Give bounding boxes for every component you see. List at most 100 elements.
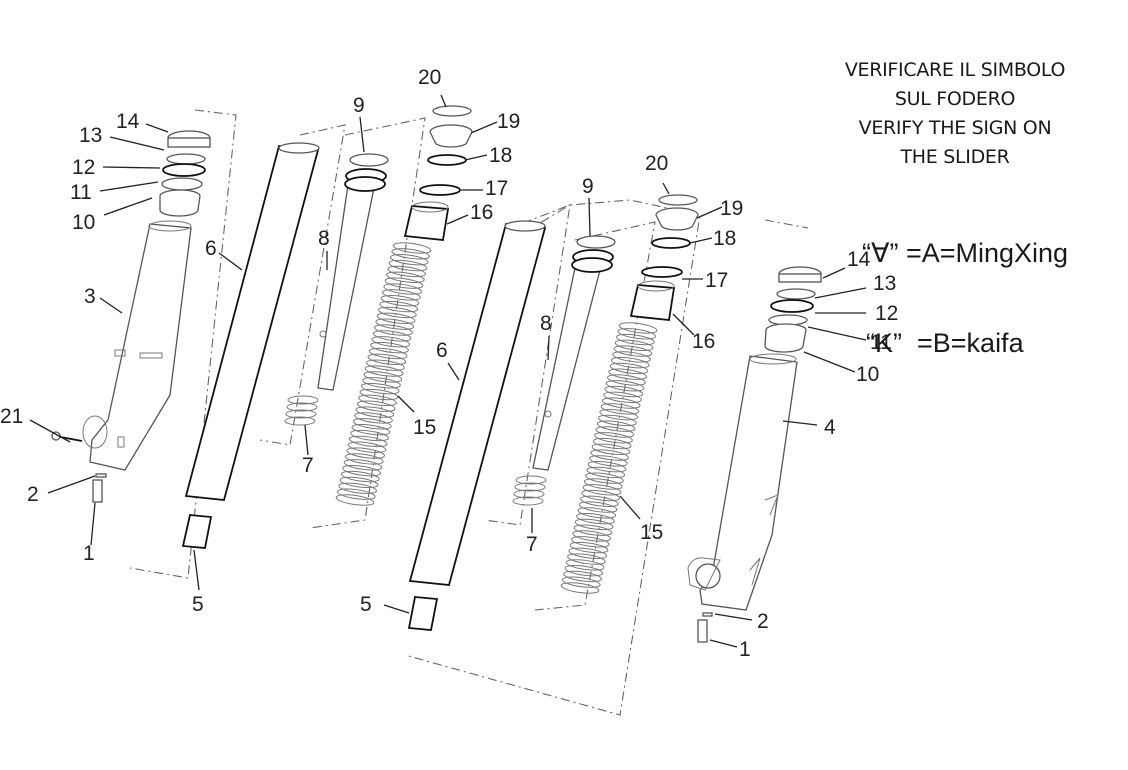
note-line-2: SUL FODERO — [894, 88, 1016, 110]
inner-b-part-8-rod — [532, 267, 601, 471]
inner-a-rod-boundary — [259, 124, 346, 446]
spring-coil — [583, 478, 623, 490]
left-part-3-slider — [89, 223, 192, 471]
callout-left-5: 5 — [192, 593, 204, 616]
spring-coil — [577, 507, 617, 519]
spring-coil — [387, 265, 427, 278]
inner-a-group — [259, 105, 473, 529]
callout-inner-b-15: 15 — [640, 521, 663, 544]
spring-coil — [609, 362, 649, 375]
left-part-5-bush — [181, 514, 213, 549]
spring-coil — [352, 418, 392, 430]
spring-coil — [355, 406, 395, 418]
spring-coil — [354, 412, 393, 424]
spring-coil — [378, 306, 417, 319]
spring-coil — [568, 547, 608, 560]
inner-a-seal-top — [411, 201, 449, 213]
spring-coil — [356, 400, 396, 412]
spring-coil — [613, 345, 653, 357]
spring-coil — [604, 385, 644, 398]
spring-coil — [565, 559, 605, 571]
callout-inner-a-9: 9 — [353, 94, 365, 117]
spring-coil — [600, 403, 640, 415]
inner-b-group — [404, 194, 701, 716]
spring-coil — [386, 271, 425, 283]
spring-coil — [618, 322, 658, 334]
inner-b-spring-boundary — [534, 221, 656, 611]
callout-left-13: 13 — [79, 124, 102, 147]
spring-coil — [337, 488, 376, 500]
spring-coil — [376, 312, 416, 325]
spring-coil — [380, 295, 420, 307]
inner-a-spring-boundary — [309, 117, 426, 529]
legend-row-b: “K” =B=kaifa — [862, 328, 1068, 358]
callout-right-13: 13 — [873, 272, 896, 295]
callout-inner-b-7: 7 — [526, 533, 538, 556]
callout-right-10: 10 — [856, 363, 879, 386]
callout-inner-b-17: 17 — [705, 269, 728, 292]
callout-left-1: 1 — [83, 542, 95, 565]
inner-b-rod-hole — [544, 410, 552, 418]
right-part-1-bolt — [697, 619, 708, 643]
spring-coil — [367, 353, 407, 366]
right-slider-axle-eye — [687, 557, 721, 591]
inner-b-part-20-circlip — [658, 194, 698, 206]
inner-b-seal-top — [637, 280, 675, 292]
callout-inner-b-9: 9 — [582, 175, 594, 198]
inner-b-part-17-oring — [641, 266, 683, 278]
inner-b-outer-boundary — [404, 199, 701, 716]
inner-b-part-9-piston-b — [571, 257, 613, 273]
callout-right-14: 14 — [847, 248, 871, 271]
right-part-14-cap-body — [778, 273, 822, 283]
callout-right-1: 1 — [739, 638, 751, 661]
spring-coil — [582, 484, 622, 496]
left-part-1-bolt — [92, 479, 103, 503]
note-line-3: VERIFY THE SIGN ON — [858, 117, 1052, 139]
inner-a-part-9-ring — [349, 153, 389, 167]
spring-coil — [595, 426, 635, 438]
left-part-12-ring — [162, 163, 206, 177]
left-slider-tab-c — [117, 436, 125, 448]
right-group-boundary — [764, 219, 809, 229]
callout-inner-a-20: 20 — [418, 66, 441, 89]
inner-b-part-5-bush — [407, 596, 439, 631]
callout-right-11: 11 — [870, 331, 892, 354]
note-line-4: THE SLIDER — [900, 146, 1010, 168]
spring-coil — [359, 388, 399, 401]
spring-coil — [335, 494, 375, 506]
left-fork-group — [51, 109, 320, 579]
left-part-14-cap-body — [167, 137, 211, 148]
spring-coil — [340, 470, 380, 483]
right-fork-group — [687, 219, 822, 643]
inner-a-part-9-piston-b — [344, 176, 386, 192]
spring-coil — [343, 459, 383, 471]
spring-coil — [569, 541, 609, 554]
callout-inner-b-8: 8 — [540, 312, 552, 335]
spring-coil — [383, 283, 423, 295]
spring-coil — [366, 359, 405, 371]
spring-coil — [587, 460, 627, 473]
spring-coil — [362, 377, 401, 389]
inner-b-rod-boundary — [484, 203, 571, 526]
spring-coil — [375, 318, 415, 330]
left-slider-boss — [82, 415, 108, 449]
right-part-10-bush — [764, 323, 807, 353]
right-part-12-ring — [770, 299, 814, 313]
callout-left-3: 3 — [84, 285, 96, 308]
spring-coil — [372, 330, 412, 342]
inner-a-part-16-seal — [403, 205, 450, 241]
right-slider-lug-top — [764, 494, 779, 516]
callout-right-4: 4 — [824, 416, 836, 439]
callout-inner-b-5: 5 — [360, 593, 372, 616]
legend-mapping-a: =A=MingXing — [898, 238, 1069, 268]
supplier-legend: “∀” =A=MingXing “K” =B=kaifa — [862, 178, 1068, 388]
spring-coil — [573, 524, 613, 536]
callout-left-2: 2 — [27, 483, 39, 506]
spring-coil — [338, 482, 377, 494]
callout-inner-b-19: 19 — [720, 197, 743, 220]
spring-coil — [346, 447, 385, 459]
spring-coil — [608, 368, 648, 380]
callout-inner-a-17: 17 — [485, 177, 508, 200]
inner-a-part-7-spring — [284, 395, 319, 426]
spring-coil — [589, 455, 628, 467]
